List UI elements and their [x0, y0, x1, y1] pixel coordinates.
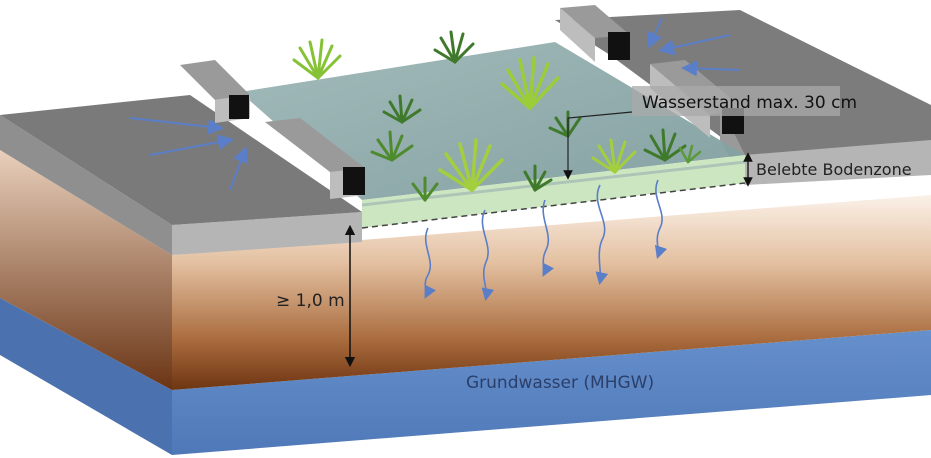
groundwater-label: Grundwasser (MHGW): [466, 373, 654, 393]
water-level-indicator: [563, 86, 840, 180]
topsoil-label: Belebte Bodenzone: [756, 160, 912, 179]
pipe-left-back: [180, 60, 250, 123]
inflow-arrow-icon: [129, 17, 741, 191]
soil-layer: [0, 150, 931, 390]
pipe-right-back: [560, 5, 630, 62]
water-level-label: Wasserstand max. 30 cm: [642, 93, 857, 113]
groundwater-layer: [0, 298, 931, 455]
plant-icon: [292, 30, 702, 202]
pipe-left-front: [265, 118, 365, 199]
distance-label: ≥ 1,0 m: [276, 291, 345, 311]
left-surface: [0, 95, 362, 255]
infiltration-arrow-icon: [424, 179, 668, 302]
